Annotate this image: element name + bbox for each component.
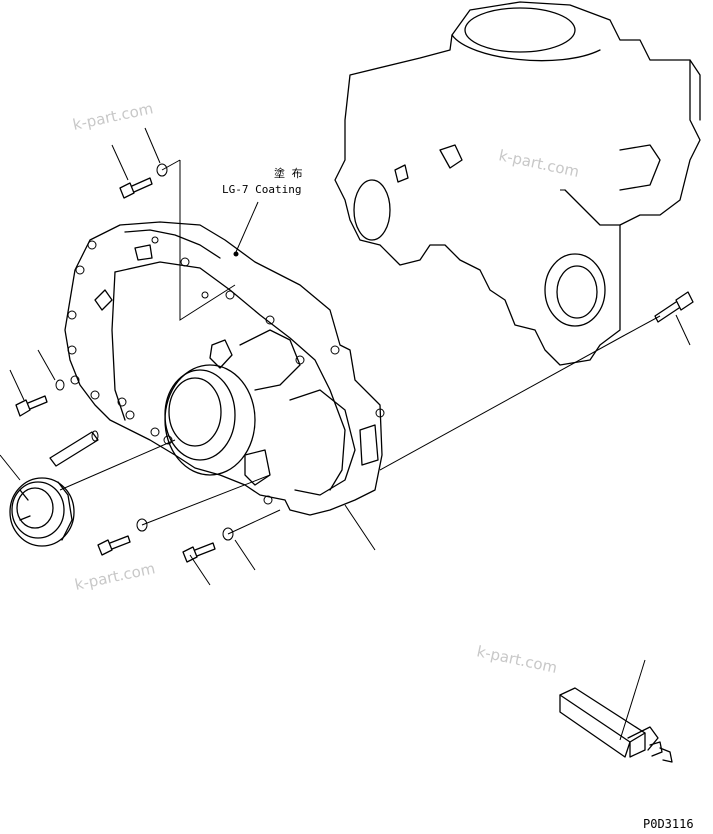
watermark-2: k-part.com bbox=[497, 146, 581, 181]
engine-block bbox=[334, 1, 701, 366]
washer-top bbox=[156, 163, 168, 177]
bolt-top bbox=[119, 163, 168, 199]
oil-seal bbox=[9, 477, 75, 547]
bolt-bottom-1 bbox=[97, 518, 148, 556]
watermark-1: k-part.com bbox=[71, 99, 155, 134]
washer-bottom-1 bbox=[136, 518, 148, 532]
watermark-4: k-part.com bbox=[475, 642, 559, 677]
front-cover bbox=[64, 221, 385, 516]
coating-note-jp: 塗 布 bbox=[274, 166, 303, 180]
washer-bottom-2 bbox=[222, 527, 234, 541]
leader-lines bbox=[0, 127, 691, 741]
coating-note: LG-7 Coating bbox=[222, 183, 301, 196]
washer-left bbox=[55, 379, 65, 391]
bolt-right bbox=[654, 291, 694, 323]
bolt-bottom-2 bbox=[182, 527, 234, 563]
watermark-3: k-part.com bbox=[73, 559, 157, 594]
dowel-pin bbox=[49, 430, 99, 467]
seal-installer-tool bbox=[559, 687, 673, 763]
drawing-code: P0D3116 bbox=[643, 817, 694, 831]
bolt-left bbox=[15, 379, 65, 417]
